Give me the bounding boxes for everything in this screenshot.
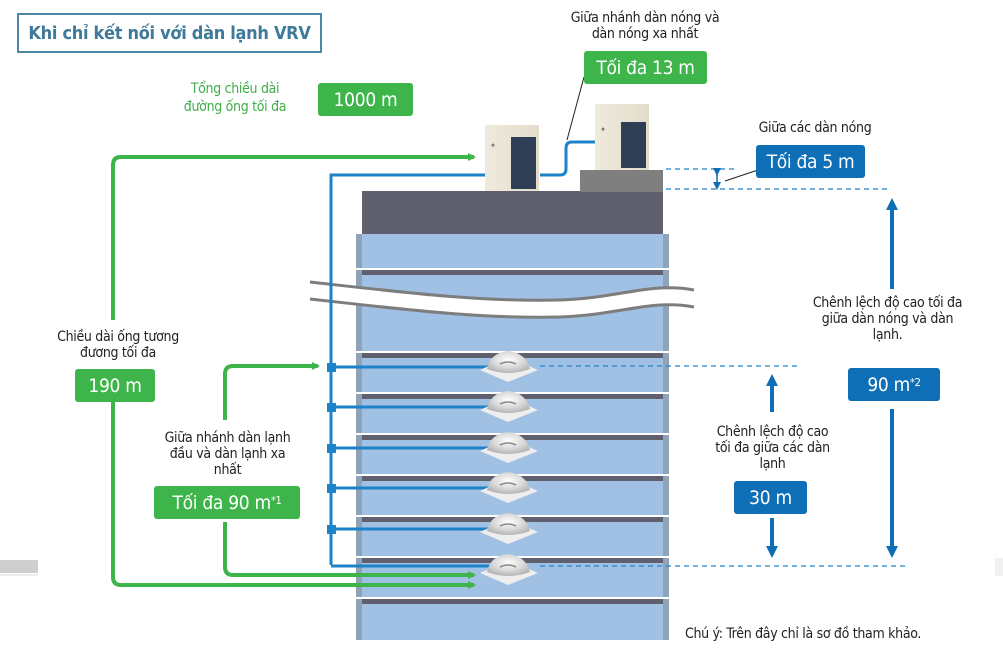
svg-text:✦: ✦ (490, 141, 496, 150)
height-indoor-label-line3: lạnh (759, 456, 786, 472)
indoor-branch-label-line2: đầu và dàn lạnh xa (169, 446, 286, 462)
green-paths (111, 153, 476, 589)
equivalent-length-label-line1: Chiều dài ống tương (57, 329, 179, 345)
indoor-branch-footnote: *1 (270, 494, 282, 507)
floor-gap (356, 597, 669, 599)
total-pipe-value: 1000 m (318, 83, 413, 116)
indoor-cassette-unit (480, 351, 538, 382)
between-outdoor-label: Giữa các dàn nóng (758, 120, 872, 136)
svg-text:✦: ✦ (600, 125, 606, 134)
indoor-units (480, 351, 538, 585)
branch-joints (327, 363, 336, 534)
break-mark (309, 280, 696, 319)
floor-gap (356, 268, 669, 270)
outdoor-unit-2: ✦ (595, 104, 649, 170)
outdoor-branch-label: Giữa nhánh dàn nóng và dàn nóng xa nhất (545, 10, 745, 42)
indoor-cassette-unit (480, 472, 538, 503)
height-outdoor-indoor-label-line1: Chênh lệch độ cao tối đa (812, 295, 963, 311)
indoor-cassette-unit (480, 554, 538, 585)
outdoor-branch-label-line1: Giữa nhánh dàn nóng và (570, 10, 720, 26)
height-outdoor-indoor-value-text: 90 m (867, 373, 910, 396)
height-outdoor-indoor-footnote: *2 (909, 376, 921, 389)
floor-slab (362, 270, 663, 275)
indoor-branch-label-line1: Giữa nhánh dàn lạnh (164, 430, 291, 446)
outdoor-unit-1: ✦ (485, 125, 539, 191)
indoor-cassette-unit (480, 513, 538, 544)
leader-line-13m (566, 76, 585, 141)
reference-note: Chú ý: Trên đây chỉ là sơ đồ tham khảo. (685, 626, 922, 642)
total-pipe-label-line1: Tổng chiều dài (190, 81, 280, 97)
edge-artifact-left (0, 560, 38, 573)
edge-artifact-right (995, 558, 1003, 576)
equivalent-length-label: Chiều dài ống tương đương tối đa (38, 329, 198, 361)
equivalent-length-label-line2: đương tối đa (80, 345, 156, 361)
indoor-cassette-unit (480, 391, 538, 422)
indoor-branch-value: Tối đa 90 m*1 (154, 486, 300, 519)
height-outdoor-indoor-label-line2: giữa dàn nóng và dàn (821, 311, 954, 327)
level-lines (540, 168, 908, 567)
height-indoor-label: Chênh lệch độ cao tối đa giữa các dàn lạ… (700, 424, 845, 472)
total-pipe-label: Tổng chiều dài đường ống tối đa (160, 80, 310, 116)
between-outdoor-value: Tối đa 5 m (756, 145, 865, 178)
indoor-branch-label-line3: nhất (213, 462, 242, 478)
indoor-branch-value-text: Tối đa 90 m (172, 491, 271, 514)
floor-slab (362, 599, 663, 604)
height-outdoor-indoor-label-line3: lạnh. (872, 327, 903, 343)
height-indoor-value: 30 m (734, 481, 807, 514)
outdoor-branch-value: Tối đa 13 m (584, 51, 707, 84)
outdoor-platform (580, 170, 663, 192)
height-outdoor-indoor-label: Chênh lệch độ cao tối đa giữa dàn nóng v… (800, 295, 975, 343)
roof (362, 191, 663, 234)
refrigerant-piping (329, 140, 596, 568)
indoor-cassette-unit (480, 432, 538, 463)
page-title: Khi chỉ kết nối với dàn lạnh VRV (17, 13, 322, 53)
height-outdoor-indoor-value: 90 m*2 (848, 368, 940, 401)
indoor-branch-label: Giữa nhánh dàn lạnh đầu và dàn lạnh xa n… (145, 430, 310, 478)
height-indoor-label-line1: Chênh lệch độ cao (716, 424, 829, 440)
total-pipe-label-line2: đường ống tối đa (183, 99, 287, 115)
equivalent-length-value: 190 m (75, 369, 155, 402)
outdoor-branch-label-line2: dàn nóng xa nhất (591, 26, 699, 42)
height-indoor-label-line2: tối đa giữa các dàn (715, 440, 830, 456)
